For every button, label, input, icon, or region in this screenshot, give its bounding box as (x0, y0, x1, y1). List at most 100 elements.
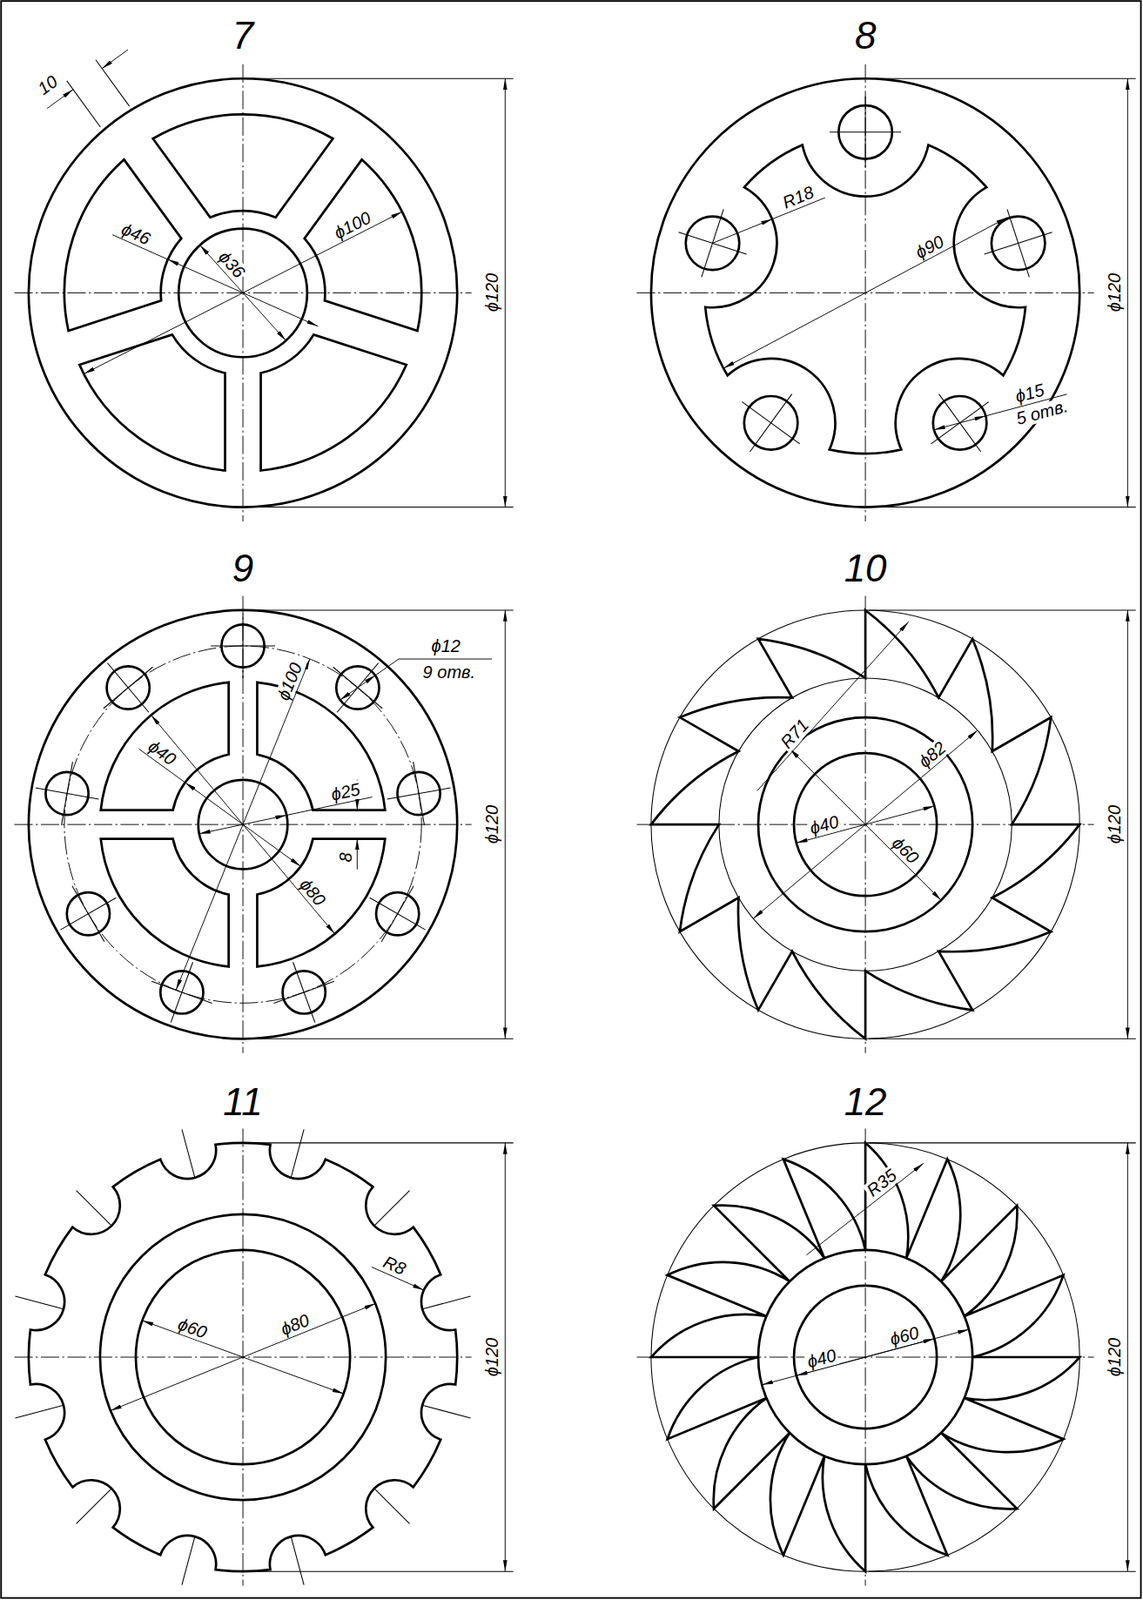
dimension-text: ϕ82 (914, 737, 951, 773)
dimension-text: ϕ120 (483, 271, 502, 315)
hole-center-line (413, 761, 425, 826)
diameter-dimension-line (761, 1329, 969, 1386)
dimension-text: ϕ40 (806, 812, 844, 839)
blade-contour (651, 1143, 1080, 1572)
diameter-dimension-line (504, 1143, 506, 1572)
notch-center-line (15, 1405, 64, 1419)
radius-leader (712, 219, 773, 244)
dimension-text: ϕ25 (328, 779, 364, 805)
hole-center-line (1007, 208, 1029, 277)
figure-number: 12 (842, 1082, 889, 1123)
hole-center-line (61, 761, 74, 826)
hole-center-line (210, 645, 276, 646)
diameter-dimension-line (723, 217, 1008, 369)
dimension-text: ϕ40 (803, 1345, 841, 1372)
diameter-dimension-line (504, 78, 506, 507)
hole-center-line (741, 402, 800, 444)
dimension-text: ϕ120 (483, 803, 502, 847)
notch-center-line (15, 1296, 64, 1310)
extension-line (246, 1038, 514, 1040)
outer-contour (651, 78, 1080, 507)
extension-line (868, 1038, 1137, 1040)
diameter-dimension-line (151, 714, 336, 934)
extension-line (67, 80, 101, 128)
tip-circle (651, 1143, 1080, 1572)
leader-shelf (398, 658, 492, 660)
extension-line (246, 1142, 514, 1143)
outer-contour (28, 78, 458, 507)
dimension-text: 8 (336, 850, 356, 864)
hole-center-line (930, 402, 989, 444)
diameter-dimension-line (83, 211, 403, 374)
window-outline (100, 839, 229, 968)
inner-contour (100, 1214, 386, 1500)
window-outline (100, 682, 229, 811)
figure-number: 9 (230, 548, 256, 589)
dimension-text: ϕ60 (886, 1323, 923, 1350)
extension-line (95, 60, 130, 107)
leader-line (375, 658, 399, 676)
diameter-dimension-line (789, 748, 942, 901)
dimension-text: ϕ80 (295, 873, 330, 910)
extension-line (246, 609, 514, 611)
hole-center-line (701, 208, 724, 277)
notch-center-line (422, 1405, 471, 1419)
dimension-text: ϕ80 (276, 1310, 315, 1339)
dimension-text: R35 (862, 1164, 902, 1202)
extension-line (246, 78, 514, 80)
dimension-line (101, 49, 128, 69)
figure-number: 8 (853, 15, 878, 56)
dimension-line-extension (286, 797, 372, 816)
diameter-dimension-line (1127, 1143, 1129, 1572)
window-outline (64, 159, 182, 331)
root-circle (719, 678, 1012, 971)
extension-line (246, 1571, 514, 1573)
bolt-hole (933, 396, 988, 451)
figure-number: 7 (230, 15, 256, 56)
dimension-text: ϕ40 (143, 736, 182, 771)
window-outline (304, 159, 422, 331)
hole-center-line (151, 981, 212, 1003)
window-outline (256, 839, 385, 968)
dimension-text: ϕ100 (273, 658, 307, 706)
dimension-text: ϕ120 (1105, 271, 1124, 315)
dimension-text: ϕ36 (213, 246, 249, 283)
diameter-dimension-line (110, 1304, 376, 1412)
hole-center-line (333, 666, 384, 708)
blade-contour (651, 610, 1080, 1039)
extension-line (868, 609, 1137, 611)
hub-contour (758, 1250, 973, 1465)
dimension-text: R71 (776, 713, 814, 753)
hole-center-line (336, 663, 378, 713)
extension-line (868, 1142, 1137, 1143)
notch-center-line (76, 1488, 113, 1525)
hole-center-line (829, 131, 901, 133)
dimension-text: ϕ60 (887, 832, 923, 868)
bolt-circle (64, 645, 422, 1003)
notch-center-line (181, 1536, 195, 1585)
outer-contour (28, 1143, 458, 1572)
notch-center-line (422, 1296, 471, 1310)
notch-center-line (290, 1536, 304, 1585)
diameter-dimension-line (1127, 78, 1129, 507)
extension-line (868, 78, 1137, 80)
dimension-text: ϕ100 (329, 208, 377, 244)
figure-number: 11 (221, 1082, 265, 1123)
diameter-dimension-line (753, 730, 978, 919)
leader-line (806, 1163, 924, 1255)
dimension-line (356, 839, 358, 870)
dimension-text: 9 отв. (421, 663, 478, 682)
figure-number: 10 (842, 548, 889, 589)
hole-dimension-line (340, 675, 376, 700)
bolt-hole (336, 665, 379, 709)
extension-line (868, 1571, 1137, 1573)
notch-center-line (76, 1190, 113, 1227)
notch-center-line (374, 1190, 411, 1227)
diameter-dimension-line (1127, 610, 1129, 1039)
dimension-text: R18 (778, 182, 819, 214)
diameter-dimension-line (504, 610, 506, 1039)
dimension-text: ϕ120 (1105, 803, 1124, 847)
